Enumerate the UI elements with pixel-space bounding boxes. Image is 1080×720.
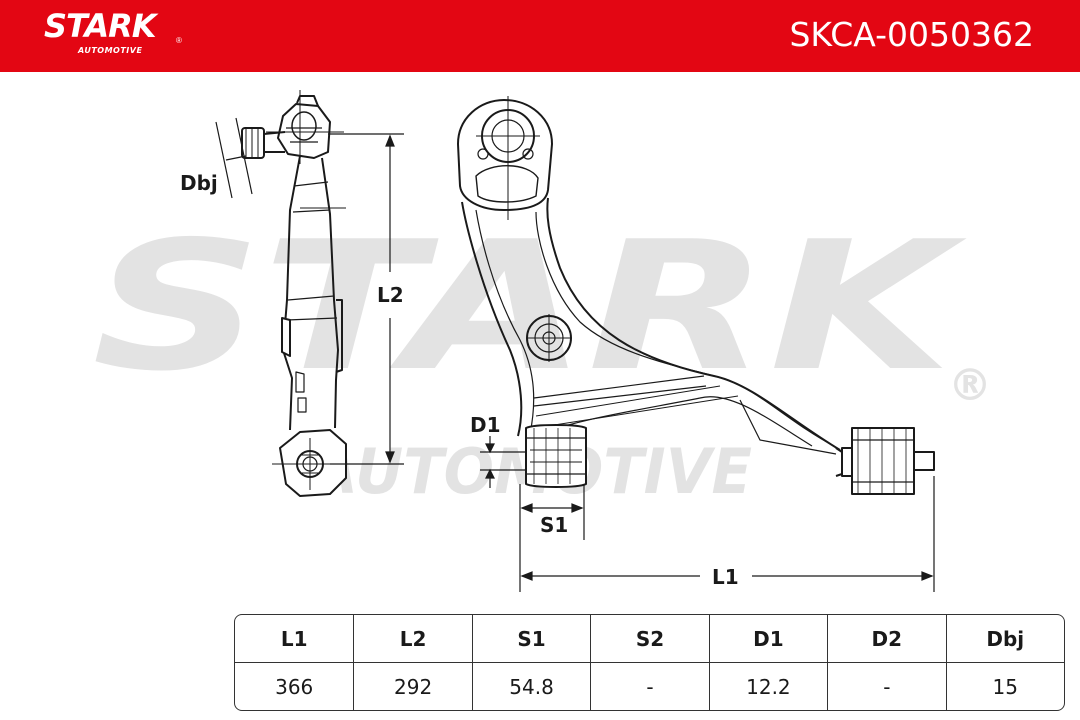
spec-header: D2 xyxy=(827,615,946,663)
spec-header: L2 xyxy=(353,615,472,663)
spec-header: S1 xyxy=(471,615,591,663)
ball-stud-nut xyxy=(241,127,265,159)
watermark-registered: ® xyxy=(948,360,992,411)
front-bushing xyxy=(525,424,587,488)
dbj-label: Dbj xyxy=(180,171,218,195)
l2-label: L2 xyxy=(377,283,404,307)
spec-value: 15 xyxy=(945,663,1064,710)
spec-header: L1 xyxy=(235,615,354,663)
rear-bushing xyxy=(851,427,915,495)
specs-value-row: 366 292 54.8 - 12.2 - 15 xyxy=(235,663,1064,710)
spec-value: 292 xyxy=(353,663,471,710)
specs-table: L1 L2 S1 S2 D1 D2 Dbj 366 292 54.8 - 12.… xyxy=(234,614,1065,711)
watermark-brand: STARK xyxy=(92,203,967,410)
spec-value: 366 xyxy=(275,674,314,699)
dimension-lines xyxy=(215,117,935,592)
logo-registered-mark: ® xyxy=(176,36,182,45)
side-bushing-eye xyxy=(279,429,347,497)
centerlines xyxy=(266,90,572,490)
d1-label: D1 xyxy=(470,413,501,437)
spec-value: - xyxy=(827,663,945,710)
part-number: SKCA-0050362 xyxy=(789,15,1034,54)
logo-sub-text: AUTOMOTIVE xyxy=(78,46,143,55)
spec-header: Dbj xyxy=(945,615,1064,663)
spec-value: 12.2 xyxy=(708,663,827,710)
logo-brand-text: STARK xyxy=(44,7,157,45)
l1-label: L1 xyxy=(712,565,739,589)
stark-logo: STARK ® AUTOMOTIVE xyxy=(44,7,182,55)
spec-header: S2 xyxy=(590,615,709,663)
spec-header: D1 xyxy=(708,615,828,663)
ball-joint-mount xyxy=(457,99,553,211)
specs-header-row: L1 L2 S1 S2 D1 D2 Dbj xyxy=(235,615,1064,663)
s1-label: S1 xyxy=(540,513,568,537)
header-bar: STARK ® AUTOMOTIVE SKCA-0050362 xyxy=(0,0,1080,72)
spec-value: 54.8 xyxy=(471,663,590,710)
ball-joint-housing xyxy=(277,103,331,159)
technical-drawing: STARK AUTOMOTIVE ® xyxy=(92,90,992,592)
spec-value: - xyxy=(590,663,708,710)
